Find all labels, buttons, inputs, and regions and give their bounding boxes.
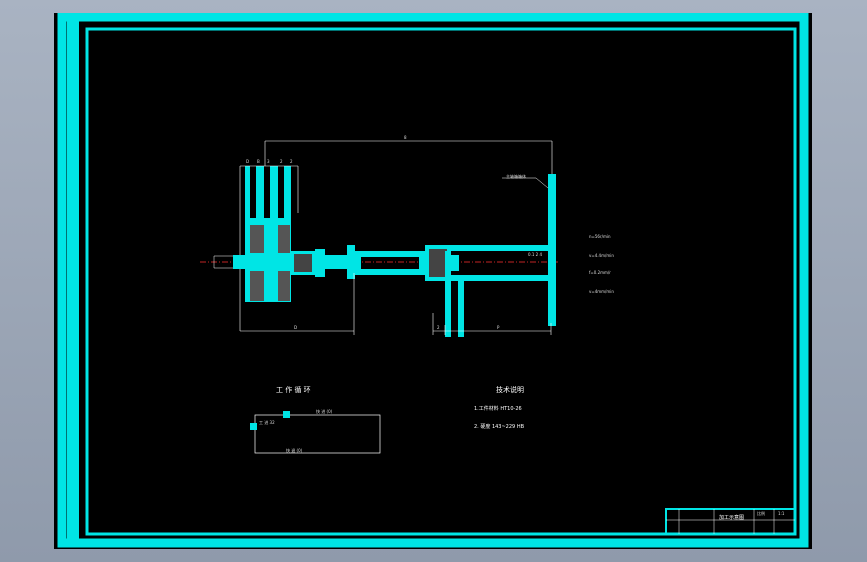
notes-line-1: 1.工件材料 HT10-26 [474,406,522,412]
notes-title: 技术说明 [496,386,524,394]
inner-frame [85,27,797,536]
drawing-sheet: 8 D B 3 2 2 主轴箱箱体 n=56r/min v=4.4m/min f… [54,13,812,549]
title-block-scale-label: 比例 [757,511,765,516]
dim-housing-label-3: 3 [267,159,270,164]
boring-bar [355,251,425,257]
tool-holder [451,245,551,251]
dim-housing-label-5: 2 [290,159,293,164]
drawing-canvas [57,13,809,548]
param-feed: f=0.2mm/r [589,270,611,275]
cycle-rapid-return: 快 退 (0) [286,448,303,453]
binding-margin [67,21,79,539]
dim-top-label: 8 [404,135,407,140]
dim-housing-label-2: B [257,159,260,164]
param-spindle-speed: n=56r/min [589,234,611,239]
dim-housing-label-1: D [246,159,250,164]
center-label: 0.1 2 4 [528,252,542,257]
title-block [665,508,796,535]
dim-mid-label: 2 [437,325,440,330]
param-feed-speed: v=4mm/min [589,289,614,294]
callout-label: 主轴箱箱体 [506,174,526,179]
cycle-diagram [254,414,381,454]
param-cutting-speed: v=4.4m/min [589,253,614,258]
outer-frame [57,13,809,548]
cycle-start-marker [250,423,257,430]
title-block-name: 加工示意图 [719,515,745,521]
cycle-rapid-forward: 快 进 (0) [316,409,333,414]
cycle-switch-marker [283,411,290,418]
dim-right-label: P [497,325,500,330]
cycle-title: 工 作 循 环 [276,386,311,394]
dim-left-label: D [294,325,298,330]
notes-line-2: 2. 硬度 143~229 HB [474,424,525,430]
title-block-scale-value: 1:1 [778,511,785,516]
cycle-work-feed: 工 进 32 [259,420,275,425]
dim-housing-label-4: 2 [280,159,283,164]
workpiece [548,174,556,326]
